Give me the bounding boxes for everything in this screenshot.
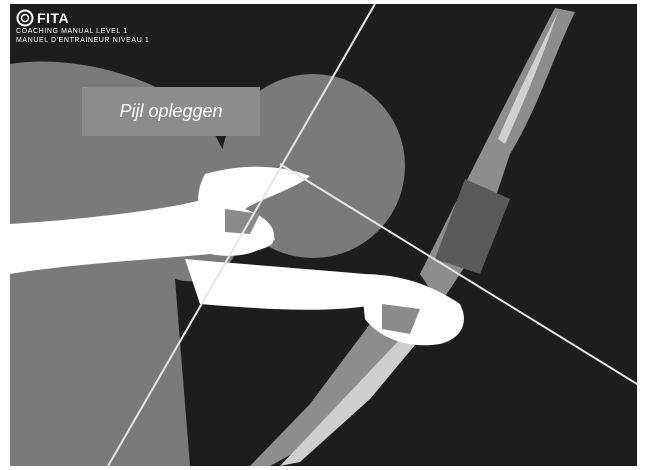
brand-name: FITA — [37, 10, 69, 26]
archery-illustration — [10, 4, 637, 466]
brand-block: FITA Coaching Manual Level 1 Manuel d'En… — [16, 9, 149, 45]
bow-upper-limb-highlight — [498, 12, 558, 144]
brand-line-1: Coaching Manual Level 1 — [16, 27, 149, 36]
bow-lower-limb — [250, 324, 410, 466]
bow-arm — [185, 259, 382, 310]
fita-logo-icon — [16, 9, 34, 27]
caption-text: Pijl opleggen — [119, 101, 222, 122]
brand-line-2: Manuel d'Entraineur Niveau 1 — [16, 36, 149, 45]
illustration-frame: FITA Coaching Manual Level 1 Manuel d'En… — [10, 4, 637, 466]
brand-logo-row: FITA — [16, 9, 149, 27]
caption-box: Pijl opleggen — [82, 87, 260, 136]
